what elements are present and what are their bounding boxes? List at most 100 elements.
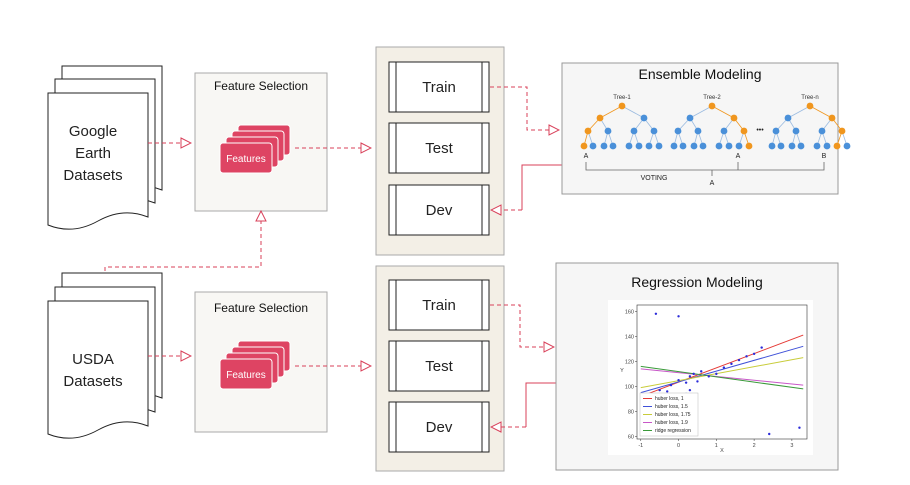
usda-doc-line-2: Datasets [63,373,122,390]
tree-node [788,142,796,150]
y-tick-label: 160 [625,309,634,315]
data-point [707,375,710,378]
features-stack-bottom: Features [219,340,291,390]
x-tick-label: 1 [715,443,718,449]
tree-node [708,102,716,110]
tree-node [686,114,694,122]
legend-entry: huber loss, 1.75 [655,412,691,418]
feature-selection-box-top: Feature Selection Features [194,72,328,212]
y-tick-label: 100 [625,384,634,390]
data-point [752,352,756,356]
data-point [688,388,692,392]
data-point [658,388,661,392]
data-point [730,362,733,366]
train-box-bottom: Train [388,279,490,331]
tree-node [768,142,776,150]
test-label-bottom: Test [425,358,453,375]
data-point [760,346,763,349]
feature-selection-title-top: Feature Selection [214,79,308,93]
data-point [722,366,726,369]
tree-node [730,114,738,122]
feature-selection-box-bottom: Feature Selection Features [194,291,328,433]
data-point [666,390,669,393]
tree-node [818,127,826,135]
arrow-regression-return-solid [525,382,556,427]
tree-node [838,127,846,135]
leaf-label-1: A [584,153,589,160]
voting-bracket [585,162,825,171]
legend-entry: ridge regression [655,428,691,434]
tree-node [740,127,748,135]
tree-node [699,142,707,150]
tree-2: Tree-2 [670,95,753,150]
data-point [745,355,748,358]
voting-result: A [710,180,715,187]
data-point [677,315,680,318]
legend-entry: huber loss, 1.5 [655,404,688,410]
tree-node [650,127,658,135]
tree-node [720,127,728,135]
arrow-train-to-regression [490,304,553,347]
tree-node [777,142,785,150]
tree-edge [689,105,713,119]
arrow-ensemble-return-solid [521,164,562,210]
dev-label-top: Dev [426,202,453,219]
tree-node [640,114,648,122]
tree-node [670,142,678,150]
usda-doc-line-1: USDA [72,351,114,368]
data-point [715,372,718,376]
features-label-top: Features [226,154,265,165]
tree-edge [809,105,833,119]
tree-node [784,114,792,122]
tree-edge [621,105,645,119]
tree-node [813,142,821,150]
tree-node [745,142,753,150]
x-axis-label: X [720,448,724,454]
tree-edge [711,105,735,119]
leaf-label-3: B [822,153,827,160]
data-point [688,375,692,378]
x-tick-label: 3 [790,443,793,449]
tree-node [772,127,780,135]
tree-node [604,127,612,135]
dev-box-bottom: Dev [388,401,490,453]
regression-line-3 [640,357,804,389]
test-box-top: Test [388,122,490,174]
x-tick-label: 2 [753,443,756,449]
tree-node [589,142,597,150]
tree-node [580,142,588,150]
google-doc-line-3: Datasets [63,167,122,184]
regression-line-5 [640,365,804,390]
tree-node [843,142,851,150]
tree-ellipsis: ••• [756,127,764,134]
regression-lines [640,334,804,397]
tree-node [833,142,841,150]
tree-node [630,127,638,135]
tree-3: Tree-n [768,95,851,150]
tree-node [635,142,643,150]
data-point [684,381,688,384]
train-label-top: Train [422,79,456,96]
tree-node [806,102,814,110]
tree-node [735,142,743,150]
x-tick-label: -1 [638,443,643,449]
y-tick-label: 120 [625,359,634,365]
tree-label-3: Tree-n [801,95,818,101]
regression-title: Regression Modeling [631,274,763,290]
legend-entry: huber loss, 1 [655,396,684,402]
tree-node [596,114,604,122]
leaf-label-2: A [736,153,741,160]
tree-node [792,127,800,135]
data-split-panel-top: Train Test Dev [375,46,505,256]
arrow-train-to-ensemble [490,86,558,130]
regression-line-1 [640,334,804,397]
tree-node [797,142,805,150]
data-point [798,426,801,429]
feature-selection-title-bottom: Feature Selection [214,301,308,315]
tree-node [625,142,633,150]
tree-node [584,127,592,135]
voting-label: VOTING [641,175,668,182]
